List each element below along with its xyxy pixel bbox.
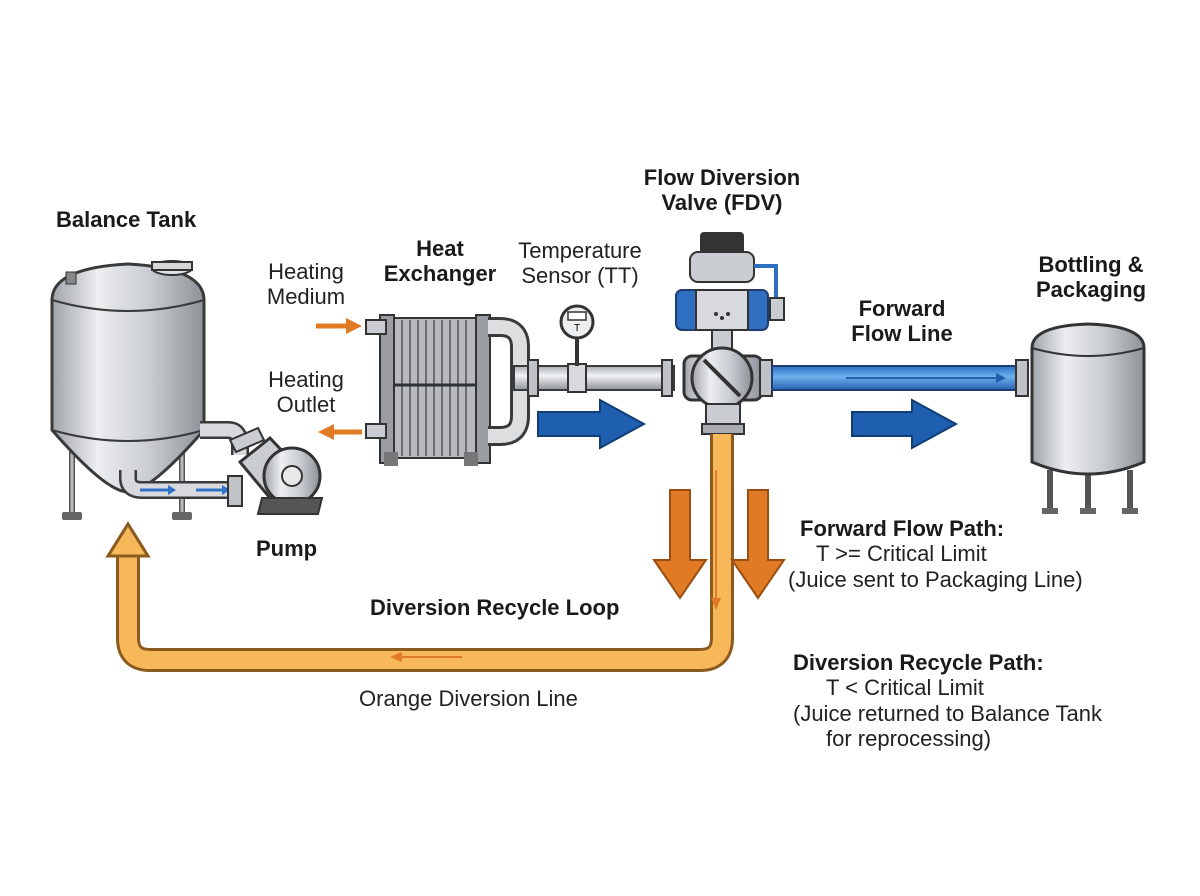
sensor-letter: T [574,323,580,334]
heat-exchanger-label: Heat Exchanger [378,236,502,287]
diversion-path-description: (Juice returned to Balance Tank [793,700,1102,726]
heating-medium-line1: Heating [268,259,344,284]
process-pipe [513,359,675,397]
fdv-line1: Flow Diversion [643,165,801,190]
heating-medium-label: Heating Medium [262,259,350,310]
bottling-line1: Bottling & [1038,252,1144,277]
heat-exchanger-line2: Exchanger [383,261,497,287]
forward-path-description: (Juice sent to Packaging Line) [788,566,1083,592]
heating-outlet-label: Heating Outlet [262,367,350,418]
heating-outlet-line1: Heating [268,367,344,392]
heat-exchanger [365,314,530,466]
flow-arrow-to-packaging [851,398,959,450]
heating-outlet-line2: Outlet [276,392,336,418]
bottling-label: Bottling & Packaging [1026,252,1156,303]
balance-tank [50,260,249,520]
diversion-path-condition: T < Critical Limit [826,675,984,701]
diversion-path-description-cont: for reprocessing) [826,725,992,751]
heating-outlet-arrow [318,424,362,440]
fdv-line2: Valve (FDV) [661,190,783,216]
temperature-sensor-line2: Sensor (TT) [521,263,639,289]
forward-path-note: Forward Flow Path: T >= Critical Limit (… [788,516,1083,592]
forward-flow-line [771,359,1029,397]
temperature-sensor: T [559,304,595,366]
heating-medium-arrow [316,318,362,334]
flow-arrow-to-valve [537,398,647,450]
diversion-path-note: Diversion Recycle Path: T < Critical Lim… [793,650,1102,751]
flow-diversion-valve [675,232,785,435]
diversion-arrow-left [652,489,708,600]
bottling-line2: Packaging [1035,277,1147,303]
heat-exchanger-line1: Heat [416,236,464,261]
diversion-path-title: Diversion Recycle Path: [793,650,1044,675]
forward-path-title: Forward Flow Path: [800,516,1005,541]
orange-diversion-line-label: Orange Diversion Line [359,686,578,711]
fdv-label: Flow Diversion Valve (FDV) [630,165,814,216]
temperature-sensor-label: Temperature Sensor (TT) [512,238,648,289]
heating-medium-line2: Medium [266,284,346,310]
diversion-recycle-loop-label: Diversion Recycle Loop [370,595,620,620]
forward-flow-line-line1: Forward [858,296,946,321]
balance-tank-label: Balance Tank [56,207,197,232]
forward-path-condition: T >= Critical Limit [816,541,987,567]
forward-flow-line-label: Forward Flow Line [842,296,962,347]
diversion-arrow-right [730,489,786,600]
diversion-line [105,434,734,672]
pump [227,426,324,515]
pump-label: Pump [256,536,318,561]
forward-flow-line-line2: Flow Line [851,321,953,347]
bottling-tank [1030,322,1146,514]
temperature-sensor-line1: Temperature [518,238,642,263]
